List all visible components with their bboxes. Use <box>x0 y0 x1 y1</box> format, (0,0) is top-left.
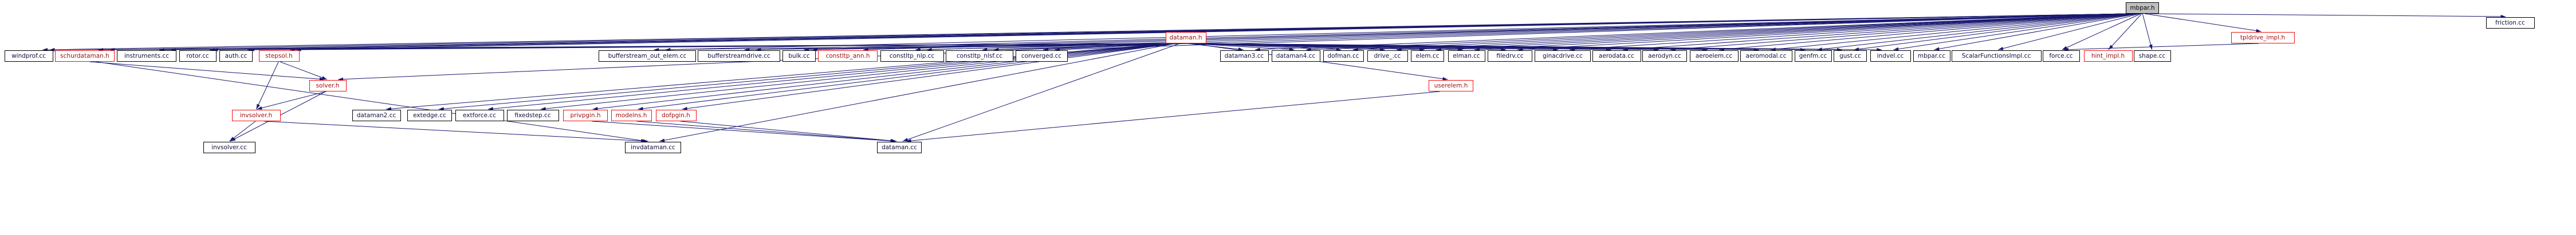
graph-edge <box>1670 13 2133 51</box>
graph-edge <box>264 121 648 143</box>
graph-node-dataman-h[interactable]: dataman.h <box>1165 32 1206 43</box>
graph-node-stepsol-h[interactable]: stepsol.h <box>258 50 300 62</box>
graph-node-friction-cc[interactable]: friction.cc <box>2485 17 2535 29</box>
graph-node-constltp-nlp-cc[interactable]: constltp_nlp.cc <box>880 50 944 62</box>
graph-node-dataman-cc[interactable]: dataman.cc <box>877 142 922 153</box>
graph-edge <box>1436 13 2130 51</box>
graph-edge <box>2149 13 2506 18</box>
graph-edge <box>665 13 2130 51</box>
graph-node-elem-cc[interactable]: elem.cc <box>1411 50 1444 62</box>
graph-edge <box>1305 13 2130 51</box>
graph-node-dataman4-cc[interactable]: dataman4.cc <box>1271 50 1320 62</box>
graph-edge <box>2108 13 2142 50</box>
graph-node-aerodyn-cc[interactable]: aerodyn.cc <box>1642 50 1687 62</box>
graph-edge <box>902 43 1181 142</box>
graph-node-force-cc[interactable]: force.cc <box>2042 50 2080 62</box>
graph-node-auth-cc[interactable]: auth.cc <box>219 50 253 62</box>
graph-node-schurdataman-h[interactable]: schurdataman.h <box>55 50 115 62</box>
graph-edge <box>1622 13 2132 51</box>
graph-edge <box>2142 13 2153 50</box>
graph-node-scalarfunctionsimpl-cc[interactable]: ScalarFunctionsImpl.cc <box>1951 50 2042 62</box>
graph-edge <box>96 61 647 142</box>
graph-node-hint-impl-h[interactable]: hint_impl.h <box>2083 50 2133 62</box>
graph-node-aerodata-cc[interactable]: aerodata.cc <box>1592 50 1641 62</box>
graph-edge <box>280 61 328 80</box>
graph-edge <box>257 91 327 110</box>
graph-node-constltp-ann-h[interactable]: constltp_ann.h <box>818 50 878 62</box>
graph-node-filedrv-cc[interactable]: filedrv.cc <box>1488 50 1532 62</box>
graph-node-converged-cc[interactable]: converged.cc <box>1015 50 1068 62</box>
graph-edge <box>1254 13 2130 51</box>
graph-node-drive-cc[interactable]: drive_.cc <box>1367 50 1408 62</box>
graph-node-rotor-cc[interactable]: rotor.cc <box>179 50 217 62</box>
graph-node-invdataman-cc[interactable]: invdataman.cc <box>625 142 681 153</box>
graph-node-ginacdrive-cc[interactable]: ginacdrive.cc <box>1535 50 1591 62</box>
graph-node-constltp-nlsf-cc[interactable]: constltp_nlsf.cc <box>946 50 1013 62</box>
graph-edge <box>680 121 897 143</box>
graph-edge <box>1718 13 2134 51</box>
graph-edge <box>1187 43 1295 51</box>
graph-edge <box>1352 13 2130 51</box>
graph-edge <box>1517 13 2130 51</box>
graph-edge <box>906 91 1440 143</box>
graph-edge <box>591 121 896 143</box>
graph-node-mbpar-cc[interactable]: mbpar.cc <box>1913 50 1950 62</box>
graph-node-bulk-cc[interactable]: bulk.cc <box>782 50 816 62</box>
graph-edge <box>1854 13 2137 51</box>
graph-node-instruments-cc[interactable]: instruments.cc <box>117 50 176 62</box>
graph-node-windprof-cc[interactable]: windprof.cc <box>4 50 53 62</box>
graph-edge <box>659 43 1175 142</box>
graph-node-shape-cc[interactable]: shape.cc <box>2133 50 2171 62</box>
graph-node-aeroelem-cc[interactable]: aeroelem.cc <box>1689 50 1739 62</box>
graph-edge <box>2145 13 2262 33</box>
graph-edge <box>296 13 2130 51</box>
graph-edge <box>682 43 1176 110</box>
graph-node-privpgin-h[interactable]: privpgin.h <box>563 110 608 121</box>
graph-edge <box>804 43 1178 51</box>
graph-edge <box>256 61 279 110</box>
graph-node-mbpar-h[interactable]: mbpar.h <box>2126 2 2159 14</box>
graph-edge <box>289 43 1169 51</box>
graph-node-dofpgin-h[interactable]: dofpgin.h <box>655 110 697 121</box>
graph-node-tpldrive-impl-h[interactable]: tpldrive_impl.h <box>2231 32 2295 43</box>
graph-edge <box>1893 13 2138 51</box>
graph-edge <box>638 43 1175 110</box>
graph-edge <box>592 43 1174 110</box>
graph-node-userelem-h[interactable]: userelem.h <box>1429 80 1473 91</box>
graph-node-gust-cc[interactable]: gust.cc <box>1834 50 1867 62</box>
graph-node-genfm-cc[interactable]: genfm.cc <box>1794 50 1832 62</box>
graph-node-extforce-cc[interactable]: extforce.cc <box>455 110 504 121</box>
graph-node-solver-h[interactable]: solver.h <box>309 80 347 91</box>
graph-edge <box>89 61 325 81</box>
graph-node-invsolver-cc[interactable]: invsolver.cc <box>203 142 255 153</box>
graph-edge <box>915 43 1181 51</box>
graph-edge <box>1474 13 2130 51</box>
graph-edge <box>1997 13 2140 50</box>
graph-edge <box>1934 13 2138 51</box>
graph-edge <box>1396 13 2130 51</box>
graph-node-bufferstreamdrive-cc[interactable]: bufferstreamdrive.cc <box>698 50 780 62</box>
graph-node-bufferstream-out-elem-cc[interactable]: bufferstream_out_elem.cc <box>599 50 696 62</box>
graph-node-dataman3-cc[interactable]: dataman3.cc <box>1220 50 1269 62</box>
graph-node-elman-cc[interactable]: elman.cc <box>1448 50 1485 62</box>
graph-node-extedge-cc[interactable]: extedge.cc <box>407 110 452 121</box>
graph-node-dataman2-cc[interactable]: dataman2.cc <box>352 110 401 121</box>
graph-edge <box>1570 13 2131 51</box>
graph-edge <box>2062 13 2141 50</box>
graph-edge <box>229 121 256 142</box>
graph-edge <box>1816 13 2136 51</box>
graph-node-aeromodal-cc[interactable]: aeromodal.cc <box>1740 50 1792 62</box>
graph-edge <box>1199 43 1882 51</box>
graph-node-fixedstep-cc[interactable]: fixedstep.cc <box>506 110 559 121</box>
graph-node-dofman-cc[interactable]: dofman.cc <box>1323 50 1364 62</box>
graph-node-invsolver-h[interactable]: invsolver.h <box>231 110 281 121</box>
graph-node-indvel-cc[interactable]: indvel.cc <box>1870 50 1911 62</box>
graph-node-modelns-h[interactable]: modelns.h <box>611 110 652 121</box>
graph-edge <box>2063 43 2259 51</box>
graph-edge <box>636 121 896 143</box>
graph-edge <box>1770 13 2135 51</box>
